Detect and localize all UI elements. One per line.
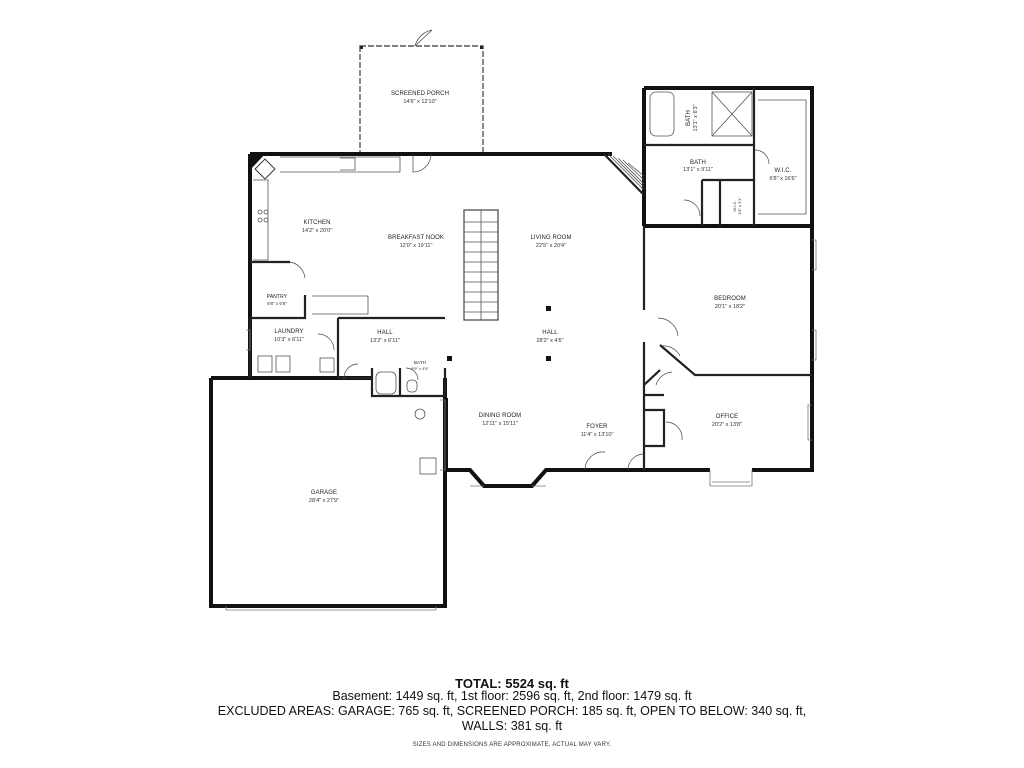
room-hall-upper-label: HALL 13'2" x 6'11" xyxy=(370,330,400,344)
interior-walls xyxy=(248,88,812,470)
room-bath-top-label: BATH 13'1" x 6'3" xyxy=(686,104,699,131)
room-bath-small-label: BATH 8'9" x 4'9" xyxy=(411,360,429,371)
disclaimer: SIZES AND DIMENSIONS ARE APPROXIMATE, AC… xyxy=(412,742,612,748)
windows xyxy=(225,239,817,611)
svg-text:8'9" x 4'9": 8'9" x 4'9" xyxy=(411,366,429,371)
svg-text:LIVING ROOM: LIVING ROOM xyxy=(530,235,571,241)
room-garage-label: GARAGE 28'4" x 27'9" xyxy=(309,490,339,504)
room-office-label: OFFICE 20'2" x 13'8" xyxy=(712,414,742,428)
bath-fixtures xyxy=(257,91,807,475)
svg-text:20'2" x 13'8": 20'2" x 13'8" xyxy=(712,422,742,428)
svg-text:28'4" x 27'9": 28'4" x 27'9" xyxy=(309,498,339,504)
svg-text:SCREENED PORCH: SCREENED PORCH xyxy=(391,91,449,97)
svg-text:BEDROOM: BEDROOM xyxy=(714,296,746,302)
svg-text:OFFICE: OFFICE xyxy=(716,414,739,420)
svg-text:6'8" x 6'6": 6'8" x 6'6" xyxy=(267,301,287,306)
svg-text:W.I.C.: W.I.C. xyxy=(775,168,792,174)
floor-areas: Basement: 1449 sq. ft, 1st floor: 2596 s… xyxy=(332,689,692,703)
stairs xyxy=(463,209,499,321)
room-kitchen-label: KITCHEN 14'2" x 20'0" xyxy=(302,220,332,234)
svg-text:12'11" x 15'11": 12'11" x 15'11" xyxy=(482,421,518,427)
svg-text:12'0" x 19'11": 12'0" x 19'11" xyxy=(400,243,433,249)
svg-text:28'2" x 4'6": 28'2" x 4'6" xyxy=(536,338,563,344)
svg-text:PANTRY: PANTRY xyxy=(267,294,288,300)
svg-text:13'2" x 6'11": 13'2" x 6'11" xyxy=(370,338,400,344)
room-living-room-label: LIVING ROOM 22'5" x 20'4" xyxy=(530,235,571,249)
svg-text:10'3" x 6'11": 10'3" x 6'11" xyxy=(274,337,304,343)
svg-text:HALL: HALL xyxy=(377,330,393,336)
svg-text:13'1" x 9'11": 13'1" x 9'11" xyxy=(683,167,713,173)
svg-text:6'8" x 16'6": 6'8" x 16'6" xyxy=(769,176,796,182)
excluded-areas: EXCLUDED AREAS: GARAGE: 765 sq. ft, SCRE… xyxy=(217,704,807,718)
svg-text:GARAGE: GARAGE xyxy=(311,490,337,496)
room-wic-small-label: W.I.C. 4'8" x 3'1" xyxy=(732,197,742,215)
room-pantry-label: PANTRY 6'8" x 6'6" xyxy=(267,294,288,306)
svg-text:14'2" x 20'0": 14'2" x 20'0" xyxy=(302,228,332,234)
room-breakfast-nook-label: BREAKFAST NOOK 12'0" x 19'11" xyxy=(388,235,444,249)
room-wic-large-label: W.I.C. 6'8" x 16'6" xyxy=(769,168,796,182)
columns xyxy=(447,306,551,361)
svg-text:BATH: BATH xyxy=(414,360,426,365)
room-bath-main-label: BATH 13'1" x 9'11" xyxy=(683,160,713,173)
floor-plan: SCREENED PORCH 14'6" x 12'10" KITCHEN 14… xyxy=(209,29,817,611)
kitchen-counters xyxy=(250,154,401,315)
svg-text:LAUNDRY: LAUNDRY xyxy=(274,329,303,335)
svg-text:11'4" x 13'10": 11'4" x 13'10" xyxy=(581,432,614,438)
svg-text:22'5" x 20'4": 22'5" x 20'4" xyxy=(536,243,566,249)
room-screened-porch-label: SCREENED PORCH 14'6" x 12'10" xyxy=(391,91,449,105)
room-laundry-label: LAUNDRY 10'3" x 6'11" xyxy=(274,329,304,343)
total-area: TOTAL: 5524 sq. ft xyxy=(455,676,569,691)
svg-text:HALL: HALL xyxy=(542,330,558,336)
room-bedroom-label: BEDROOM 20'1" x 18'2" xyxy=(714,296,746,310)
svg-text:W.I.C.: W.I.C. xyxy=(732,200,737,212)
room-foyer-label: FOYER 11'4" x 13'10" xyxy=(581,424,614,438)
svg-text:20'1" x 18'2": 20'1" x 18'2" xyxy=(715,304,745,310)
room-hall-center-label: HALL 28'2" x 4'6" xyxy=(536,330,563,344)
exterior-walls xyxy=(209,86,814,608)
svg-text:FOYER: FOYER xyxy=(586,424,608,430)
svg-text:BATH: BATH xyxy=(686,110,692,126)
svg-text:14'6" x 12'10": 14'6" x 12'10" xyxy=(403,99,436,105)
svg-text:BATH: BATH xyxy=(690,160,706,166)
svg-text:BREAKFAST NOOK: BREAKFAST NOOK xyxy=(388,235,444,241)
svg-text:DINING ROOM: DINING ROOM xyxy=(479,413,521,419)
svg-text:13'1" x 6'3": 13'1" x 6'3" xyxy=(693,104,699,131)
room-dining-room-label: DINING ROOM 12'11" x 15'11" xyxy=(479,413,521,427)
svg-text:4'8" x 3'1": 4'8" x 3'1" xyxy=(737,197,742,215)
svg-text:KITCHEN: KITCHEN xyxy=(303,220,330,226)
walls-area: WALLS: 381 sq. ft xyxy=(461,719,563,733)
doors xyxy=(289,149,770,471)
